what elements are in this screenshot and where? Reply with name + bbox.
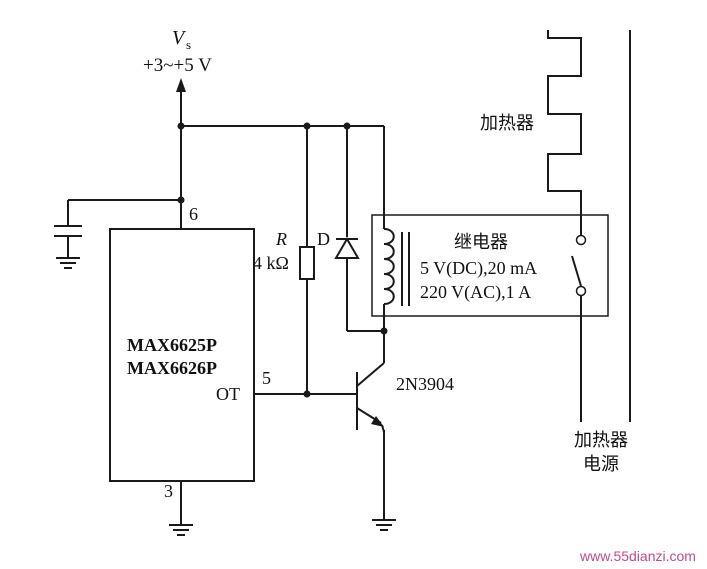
supply-rail [176,78,384,229]
heater-power-label-line2: 电源 [583,454,619,475]
temperature-switch-ic: 6 MAX6625P MAX6626P OT 5 3 [109,204,271,501]
heater: 加热器 加热器 电源 [480,30,631,475]
pullup-resistor: R 4 kΩ [253,126,315,394]
ic-part-1: MAX6625P [127,335,217,355]
relay-contact-rating: 220 V(AC),1 A [420,282,531,303]
transistor-part: 2N3904 [396,374,454,394]
relay: 继电器 5 V(DC),20 mA 220 V(AC),1 A [371,126,609,356]
resistor-ref: R [275,229,287,249]
resistor-value: 4 kΩ [253,253,289,273]
relay-contact-upper [575,234,587,246]
transistor-ground [372,519,396,531]
ic-ground [169,481,193,536]
watermark: www.55dianzi.com [579,548,696,564]
ot-to-base-wire [254,390,357,398]
heater-power-label-line1: 加热器 [574,430,628,451]
relay-coil-rating: 5 V(DC),20 mA [420,258,537,279]
ic-pin-ot-number: 5 [262,368,271,388]
bypass-capacitor [54,199,181,269]
relay-contact-lower [575,285,587,297]
ic-pin-ot-label: OT [216,384,240,404]
supply-range: +3~+5 V [143,55,212,76]
supply-symbol: V [172,27,187,49]
flyback-diode: D [317,126,384,332]
supply-subscript: s [186,37,191,52]
diode-ref: D [317,229,330,249]
relay-name: 继电器 [454,232,508,253]
supply-label: V s +3~+5 V [143,27,212,76]
ic-pin-gnd: 3 [164,481,173,501]
npn-transistor: 2N3904 [356,356,454,520]
ic-part-2: MAX6626P [127,358,217,378]
ic-pin-vcc: 6 [189,204,198,224]
heater-label: 加热器 [480,113,534,134]
